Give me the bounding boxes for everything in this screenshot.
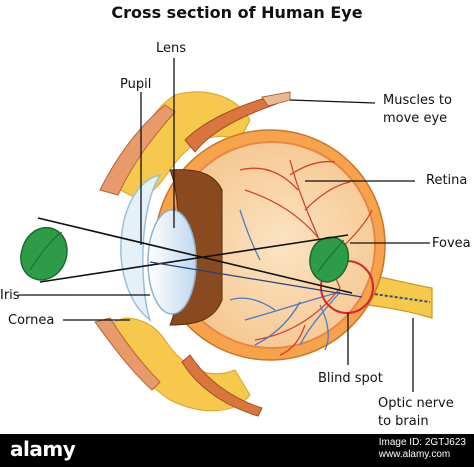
upper-muscle-tendon: [261, 91, 291, 107]
muscles-leader-line: [289, 99, 376, 104]
upper-eyelid: [99, 104, 176, 196]
label-optic-nerve-line1: Optic nerve: [378, 396, 454, 411]
label-optic-nerve-line2: to brain: [378, 414, 429, 429]
label-cornea: Cornea: [8, 313, 54, 328]
retina-veins: [229, 209, 341, 351]
label-fovea: Fovea: [432, 236, 471, 251]
label-retina: Retina: [426, 173, 467, 188]
eye-cross-section-diagram: Cross section of Human Eye: [0, 3, 471, 429]
alamy-logo: alamy: [10, 437, 76, 461]
watermark-footer: alamy Image ID: 2GTJ623 www.alamy.com: [0, 434, 474, 467]
optic-nerve: [367, 274, 433, 319]
leader-lines: [18, 58, 430, 392]
image-id-block: Image ID: 2GTJ623 www.alamy.com: [379, 437, 466, 461]
label-muscles-line2: move eye: [383, 111, 447, 126]
light-ray-center: [149, 261, 363, 298]
cornea: [120, 173, 162, 323]
label-blind-spot: Blind spot: [318, 371, 383, 386]
site-url: www.alamy.com: [378, 449, 451, 460]
diagram-title: Cross section of Human Eye: [111, 3, 362, 22]
lower-eyelid: [94, 317, 161, 391]
label-pupil: Pupil: [120, 77, 151, 92]
lower-eye-muscle: [181, 354, 263, 417]
label-lens: Lens: [156, 41, 186, 56]
light-ray-bottom: [39, 234, 349, 283]
object-leaf: [20, 226, 68, 281]
label-iris: Iris: [0, 288, 20, 303]
image-id-label: Image ID: 2GTJ623: [378, 437, 466, 448]
label-muscles-line1: Muscles to: [383, 93, 452, 108]
light-ray-top: [37, 217, 353, 294]
